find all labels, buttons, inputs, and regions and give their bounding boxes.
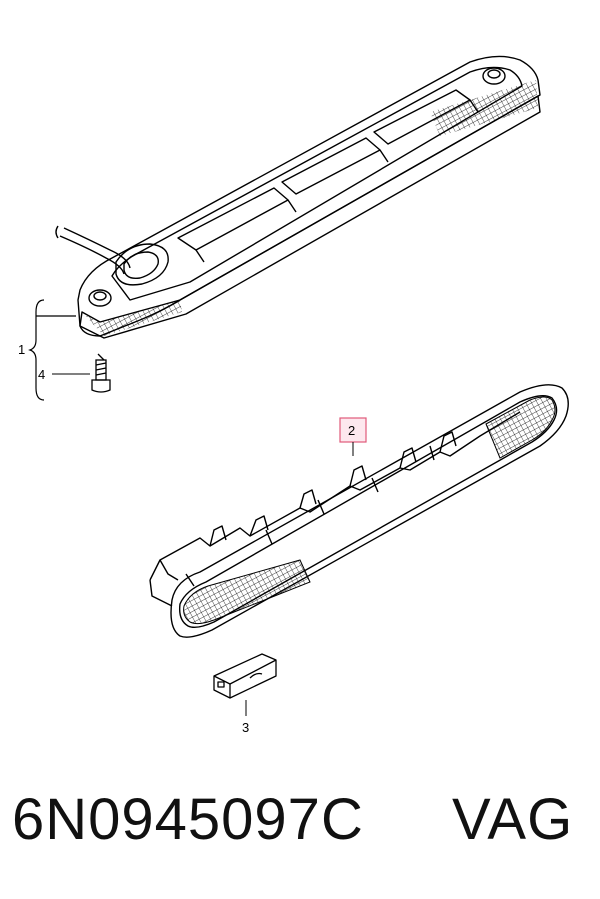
bulb-holder: [213, 653, 277, 699]
bracket-1: [28, 299, 76, 401]
footer: 6N0945097C VAG: [0, 780, 600, 870]
callout-2: 2: [348, 423, 355, 438]
brake-lamp-lenses: [183, 396, 556, 625]
callout-3: 3: [242, 720, 249, 735]
upper-housing-hatching: [82, 80, 538, 336]
screw: [91, 353, 111, 393]
callout-4: 4: [38, 367, 45, 382]
brand-name: VAG: [452, 787, 574, 852]
part-number: 6N0945097C: [12, 787, 364, 852]
cable: [55, 225, 131, 275]
callout-2-box: [339, 417, 367, 443]
upper-housing: [77, 55, 541, 339]
brake-lamp: [149, 384, 569, 638]
callout-1: 1: [18, 342, 25, 357]
